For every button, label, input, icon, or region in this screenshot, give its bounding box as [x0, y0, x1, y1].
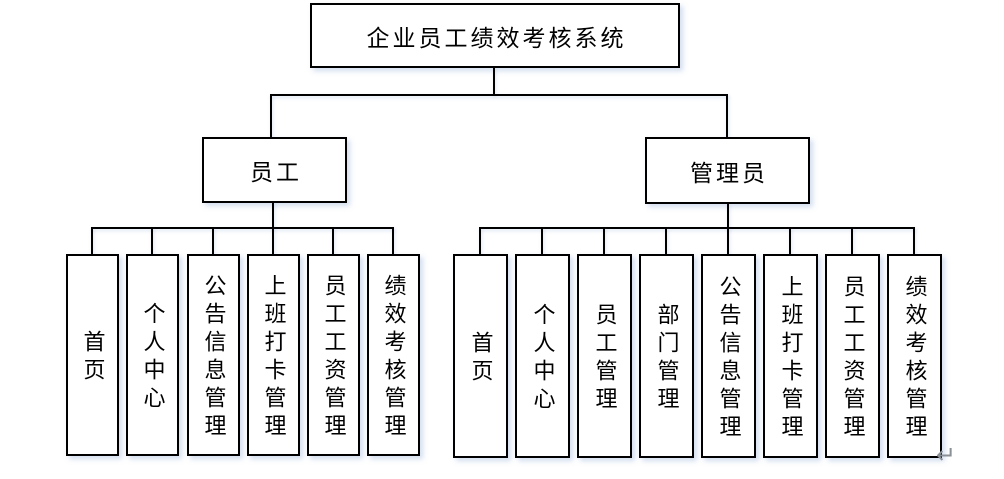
connector-line — [665, 227, 667, 255]
connector-line — [212, 227, 214, 255]
node-label: 首页 — [80, 330, 106, 386]
node-label: 员工工资管理 — [321, 274, 347, 442]
connector-line — [332, 227, 334, 255]
node-emp-salary-management: 员工工资管理 — [307, 254, 360, 456]
node-emp-personal-center: 个人中心 — [126, 254, 179, 456]
node-emp-home: 首页 — [66, 254, 119, 456]
return-mark-icon: ↵ — [936, 441, 957, 469]
node-adm-performance-management: 绩效考核管理 — [887, 254, 942, 458]
node-label: 绩效考核管理 — [902, 275, 928, 443]
node-label: 上班打卡管理 — [778, 275, 804, 443]
node-label: 员工工资管理 — [840, 275, 866, 443]
node-emp-announcement-management: 公告信息管理 — [187, 254, 240, 456]
connector-line — [913, 227, 915, 255]
node-root-system: 企业员工绩效考核系统 — [310, 3, 680, 68]
node-label: 个人中心 — [530, 303, 556, 415]
connector-line — [493, 68, 495, 95]
connector-line — [727, 204, 729, 228]
connector-line — [789, 227, 791, 255]
connector-line — [272, 202, 274, 228]
node-label: 个人中心 — [140, 302, 166, 414]
node-label: 部门管理 — [654, 303, 680, 415]
node-adm-department-management: 部门管理 — [639, 254, 694, 458]
connector-line — [541, 227, 543, 255]
node-label: 员工管理 — [592, 303, 618, 415]
connector-line — [270, 94, 728, 96]
connector-line — [603, 227, 605, 255]
node-emp-performance-management: 绩效考核管理 — [367, 254, 420, 456]
node-label: 公告信息管理 — [201, 274, 227, 442]
node-adm-clockin-management: 上班打卡管理 — [763, 254, 818, 458]
connector-line — [479, 227, 915, 229]
node-label: 绩效考核管理 — [381, 274, 407, 442]
node-label: 首页 — [468, 331, 494, 387]
connector-line — [392, 227, 394, 255]
connector-line — [91, 227, 394, 229]
node-adm-home: 首页 — [453, 254, 508, 458]
connector-line — [726, 94, 728, 138]
node-branch-admin: 管理员 — [645, 137, 810, 204]
connector-line — [479, 227, 481, 255]
node-emp-clockin-management: 上班打卡管理 — [247, 254, 300, 456]
connector-line — [272, 227, 274, 255]
connector-line — [727, 227, 729, 255]
connector-line — [270, 94, 272, 138]
node-label: 公告信息管理 — [716, 275, 742, 443]
node-adm-employee-management: 员工管理 — [577, 254, 632, 458]
connector-line — [851, 227, 853, 255]
connector-line — [91, 227, 93, 255]
connector-line — [151, 227, 153, 255]
node-branch-employee: 员工 — [202, 137, 347, 203]
node-label: 上班打卡管理 — [261, 274, 287, 442]
node-adm-personal-center: 个人中心 — [515, 254, 570, 458]
node-adm-salary-management: 员工工资管理 — [825, 254, 880, 458]
node-adm-announcement-management: 公告信息管理 — [701, 254, 756, 458]
